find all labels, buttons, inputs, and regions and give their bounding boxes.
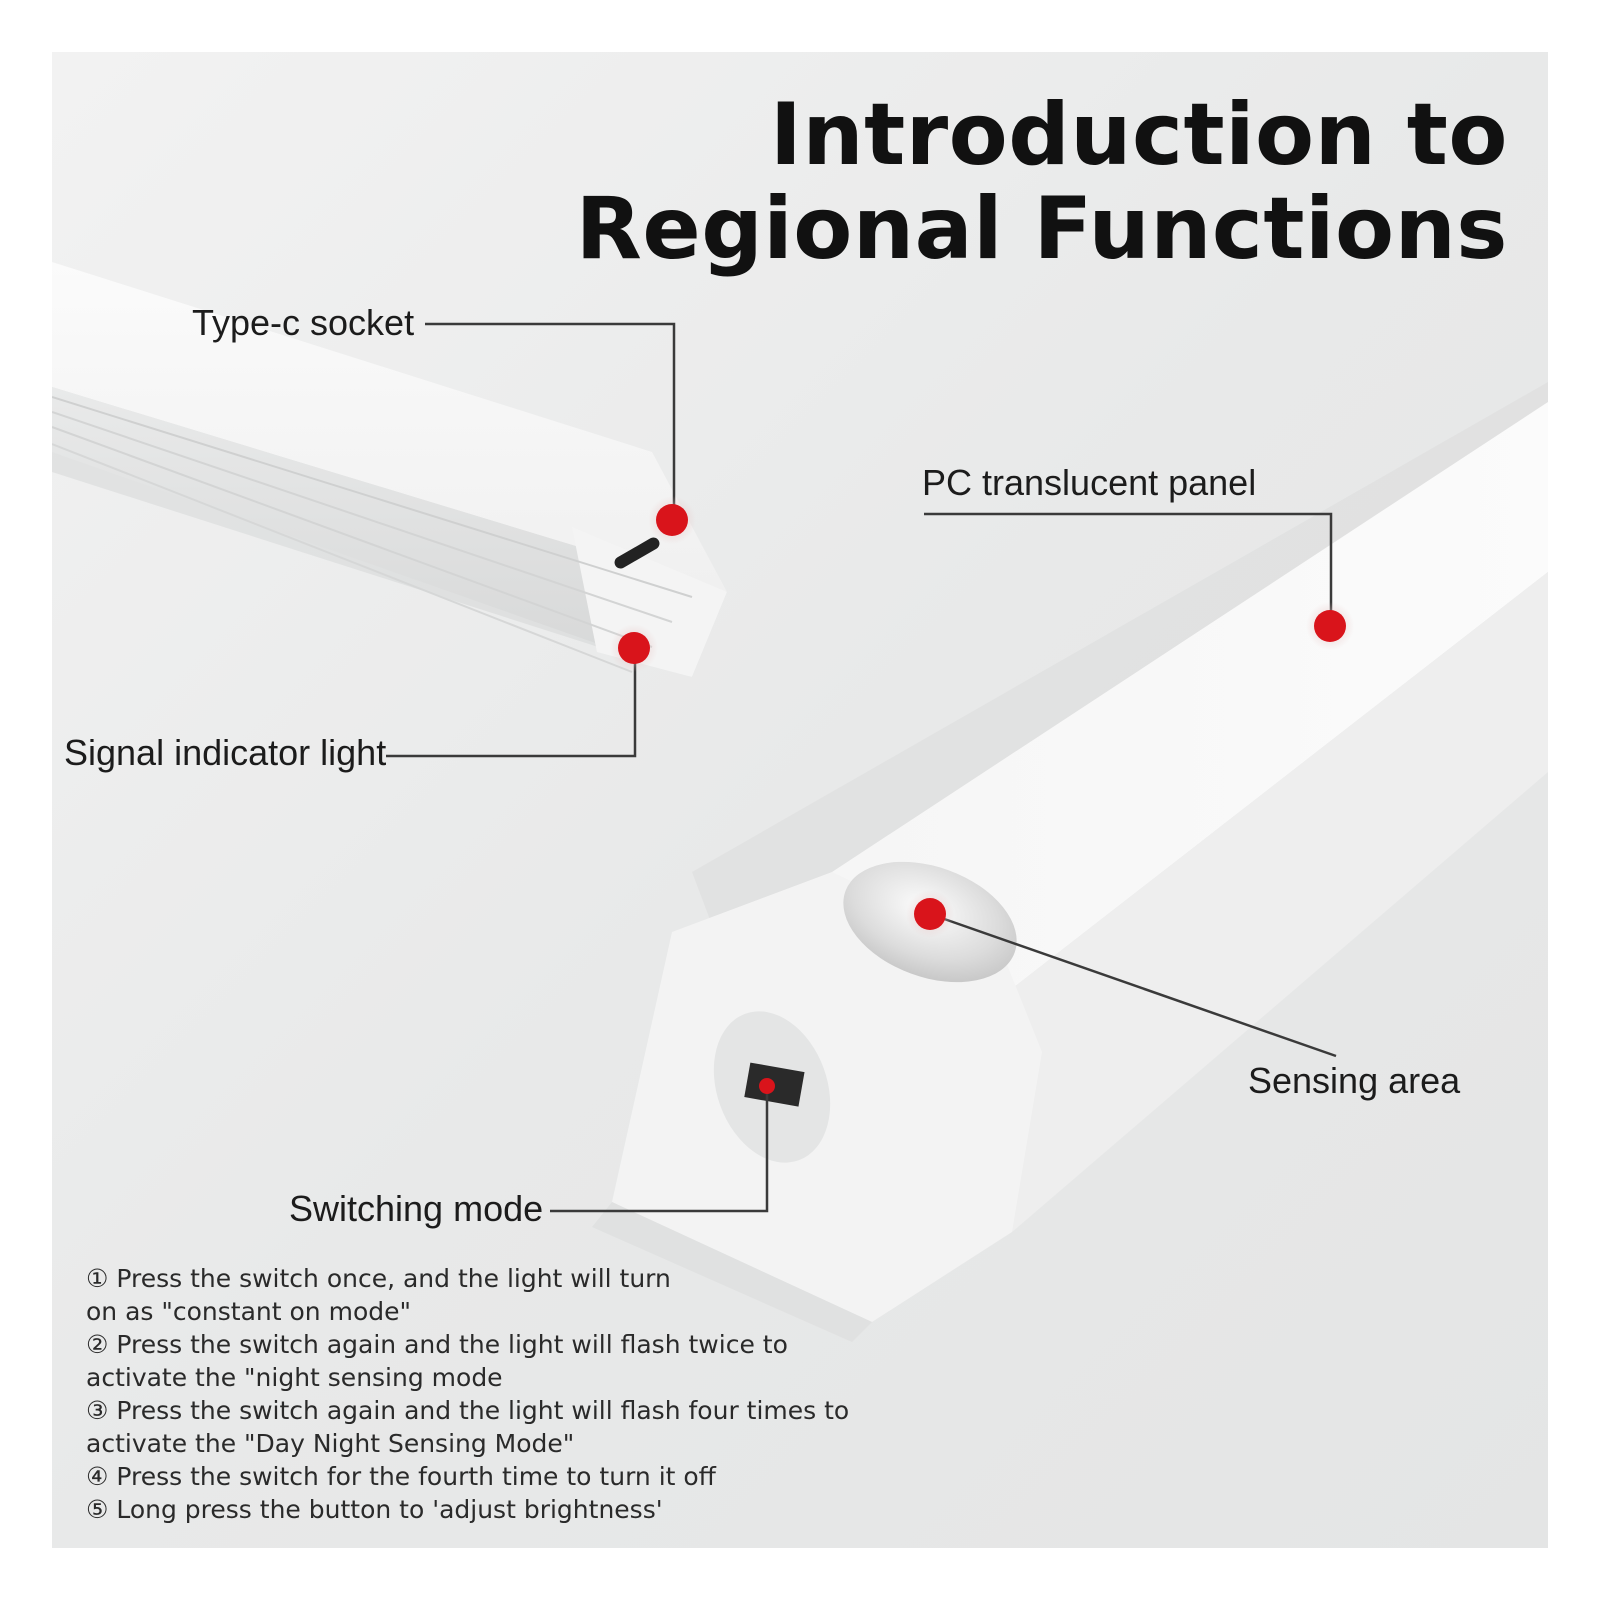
label-pc-translucent-panel: PC translucent panel <box>922 462 1257 503</box>
label-signal-indicator-light: Signal indicator light <box>64 732 387 773</box>
label-sensing-area: Sensing area <box>1248 1060 1461 1101</box>
instruction-line: ③ Press the switch again and the light w… <box>86 1396 850 1425</box>
leader-sensing-area <box>929 912 1337 1058</box>
title-line-1: Introduction to <box>769 85 1508 185</box>
instruction-line: ④ Press the switch for the fourth time t… <box>86 1462 716 1491</box>
leader-switching-mode <box>550 1086 769 1213</box>
type-c-port-icon <box>614 537 660 569</box>
leader-pc-panel <box>924 512 1333 625</box>
instruction-line: activate the "Day Night Sensing Mode" <box>86 1429 575 1458</box>
label-type-c-socket: Type-c socket <box>192 302 415 343</box>
upper-light-bar <box>52 262 727 677</box>
instruction-line: activate the "night sensing mode <box>86 1363 503 1392</box>
marker-pc-panel <box>1306 602 1354 650</box>
product-photo <box>52 52 1548 1548</box>
leader-signal-indicator <box>386 650 637 758</box>
instruction-line: ⑤ Long press the button to 'adjust brigh… <box>86 1495 663 1524</box>
marker-signal-indicator <box>610 624 658 672</box>
title-line-2: Regional Functions <box>575 179 1508 279</box>
label-switching-mode: Switching mode <box>289 1188 544 1229</box>
marker-switching-mode <box>759 1078 775 1094</box>
switching-instructions: ① Press the switch once, and the light w… <box>86 1262 850 1526</box>
leader-type-c-socket <box>425 322 676 522</box>
instruction-line: ① Press the switch once, and the light w… <box>86 1264 671 1293</box>
marker-type-c-socket <box>648 496 696 544</box>
instruction-line: on as "constant on mode" <box>86 1297 411 1326</box>
page-title: Introduction to Regional Functions <box>576 88 1508 276</box>
product-image-frame: Introduction to Regional Functions Type-… <box>52 52 1548 1548</box>
instruction-line: ② Press the switch again and the light w… <box>86 1330 788 1359</box>
marker-sensing-area <box>906 890 954 938</box>
